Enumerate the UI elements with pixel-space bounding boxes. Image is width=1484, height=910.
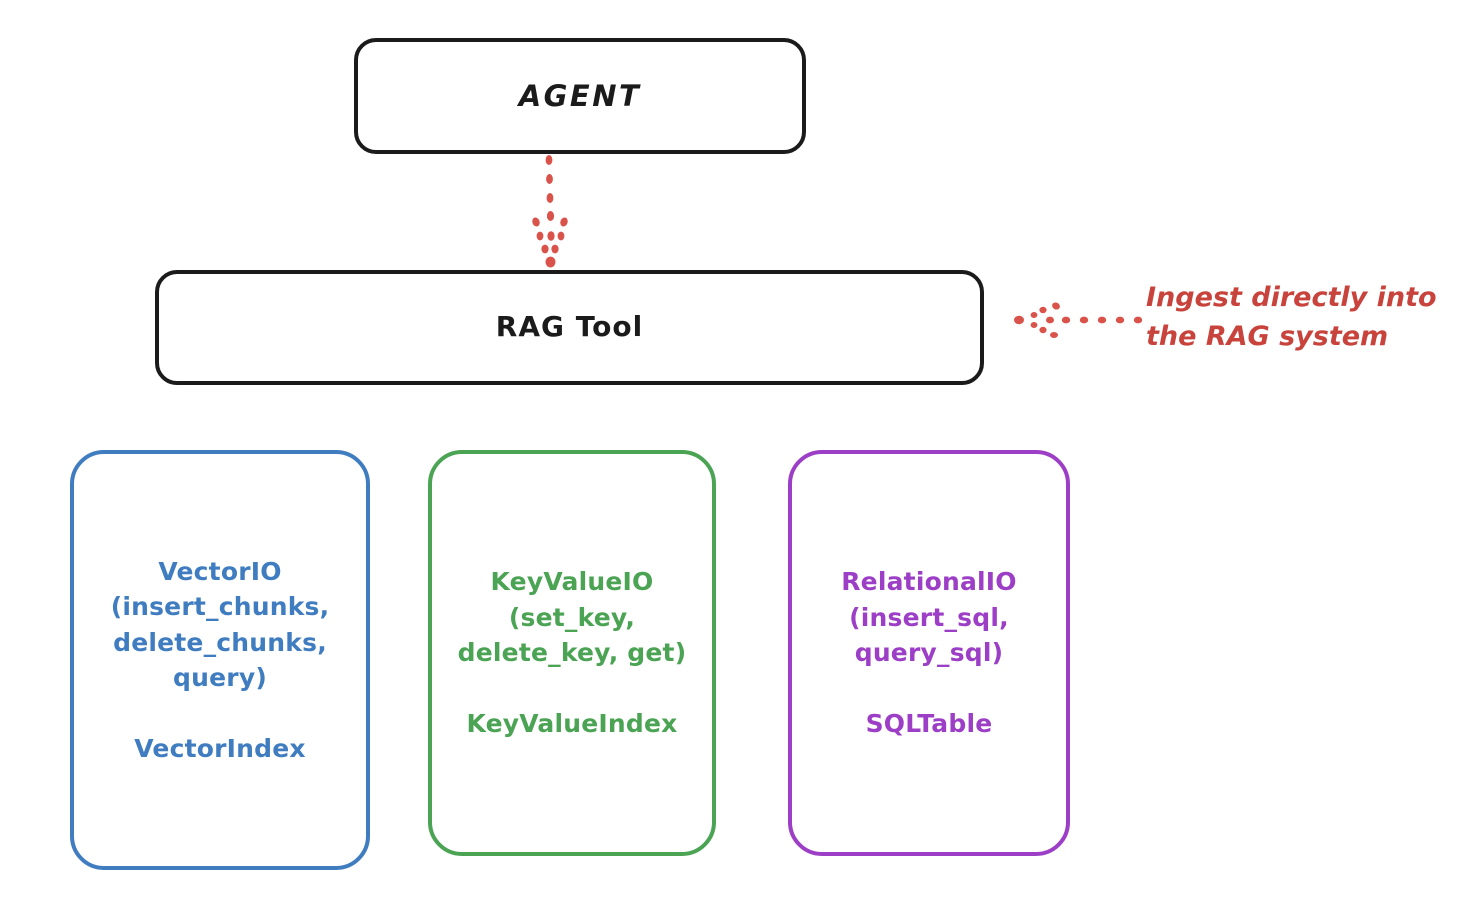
node-vector-io[interactable]: VectorIO (insert_chunks, delete_chunks, … (70, 450, 370, 870)
node-relational-io-label: RelationalIO (insert_sql, query_sql) SQL… (841, 567, 1017, 739)
node-key-value-io-label: KeyValueIO (set_key, delete_key, get) Ke… (457, 567, 687, 739)
node-relational-io[interactable]: RelationalIO (insert_sql, query_sql) SQL… (788, 450, 1070, 856)
node-agent-label: AGENT (518, 78, 642, 113)
annotation-ingest-note: Ingest directly into the RAG system (1146, 282, 1437, 353)
node-rag-tool-label: RAG Tool (495, 310, 644, 344)
node-key-value-io[interactable]: KeyValueIO (set_key, delete_key, get) Ke… (428, 450, 716, 856)
node-rag-tool[interactable]: RAG Tool (155, 270, 984, 385)
connector-agent-to-rag-tool-icon (532, 155, 568, 268)
connector-ingest-to-rag-tool-icon (1014, 302, 1143, 338)
node-agent[interactable]: AGENT (354, 38, 806, 154)
node-vector-io-label: VectorIO (insert_chunks, delete_chunks, … (110, 556, 330, 764)
